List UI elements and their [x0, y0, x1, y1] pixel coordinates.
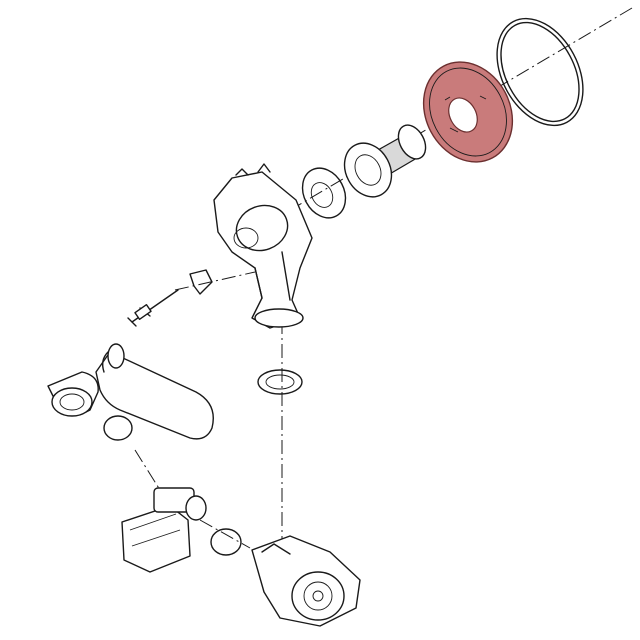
air-intake-elbow[interactable] [47, 343, 214, 440]
burner-manifold[interactable] [213, 163, 313, 329]
circlip-left[interactable] [103, 415, 133, 441]
gas-valve[interactable] [121, 487, 207, 573]
assembly-axes [134, 7, 633, 555]
insulation-disc[interactable] [407, 46, 530, 177]
clip[interactable] [189, 269, 213, 295]
ignition-electrode[interactable] [127, 289, 179, 327]
burner-tube[interactable] [335, 120, 431, 205]
fan-assembly[interactable] [251, 535, 361, 627]
insulation-disc-hole [448, 97, 478, 133]
burner-gasket[interactable] [294, 161, 354, 226]
manifold-gasket[interactable] [257, 369, 303, 395]
circlip-right[interactable] [210, 528, 242, 556]
o-ring-large[interactable] [480, 4, 601, 140]
